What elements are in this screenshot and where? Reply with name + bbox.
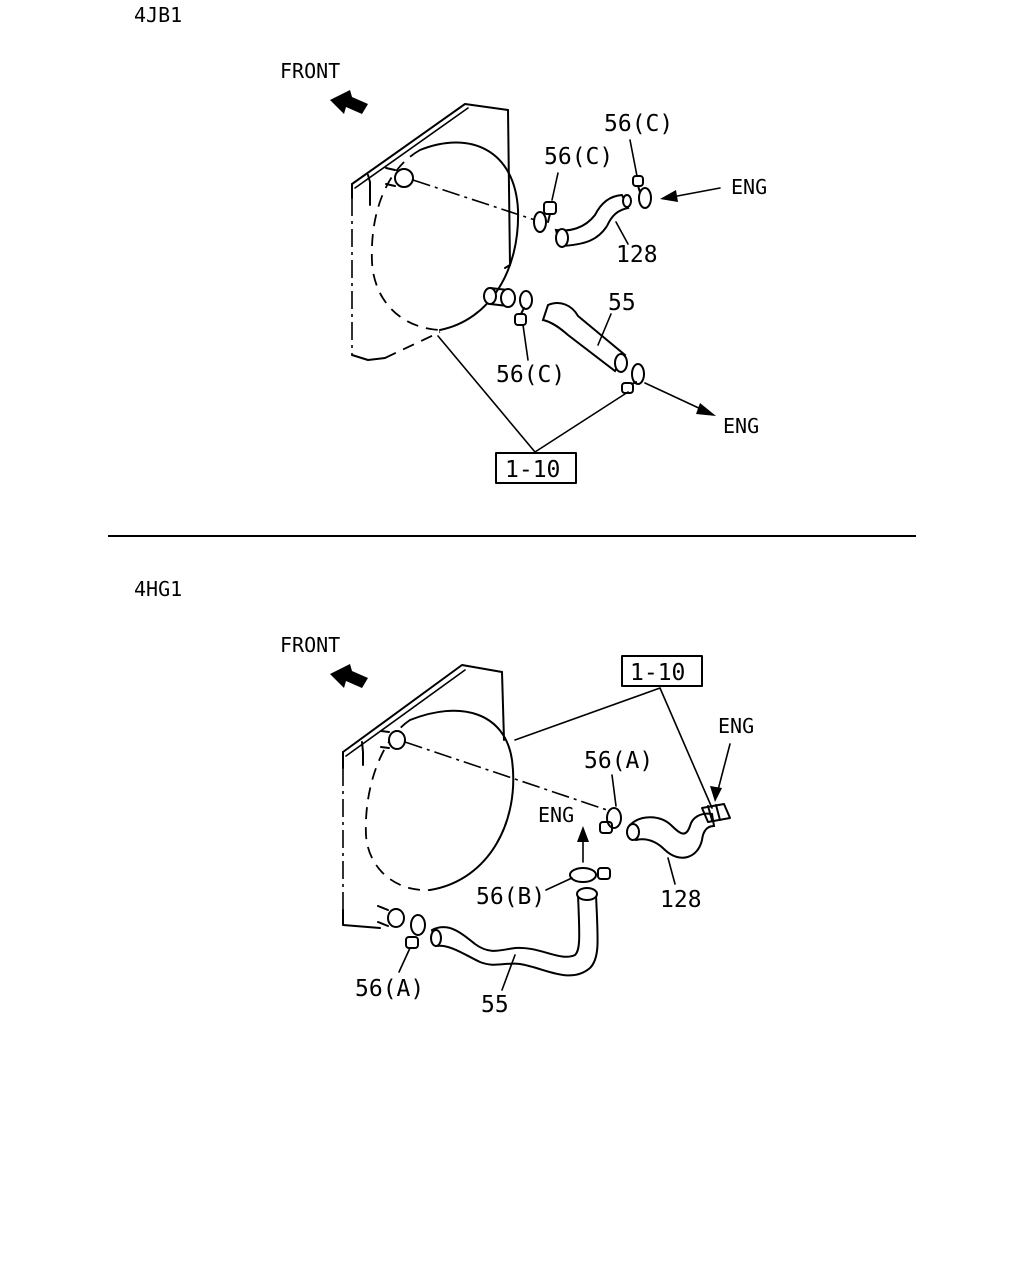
clamp-upper-left	[533, 201, 557, 233]
ref-box	[621, 655, 703, 687]
clamp-middle	[569, 867, 611, 883]
radiator-shroud	[351, 103, 520, 361]
clamp-upper-right	[701, 803, 731, 823]
hose-label-128: 128	[616, 242, 658, 268]
hose-label-128: 128	[660, 887, 702, 913]
clamp-lower-left	[514, 290, 533, 326]
eng-label-lower: ENG	[723, 414, 759, 438]
ref-box	[495, 452, 577, 484]
clamp-label-lower: 56(A)	[355, 976, 424, 1002]
ref-box-label: 1-10	[630, 660, 685, 686]
front-label: FRONT	[280, 633, 340, 657]
clamp-upper-right	[632, 175, 652, 209]
hose-128	[554, 193, 630, 248]
front-label: FRONT	[280, 59, 340, 83]
clamp-label-middle: 56(B)	[476, 884, 545, 910]
eng-arrow-upper-icon	[660, 190, 678, 202]
front-arrow-icon	[330, 90, 368, 114]
eng-arrow-middle-icon	[577, 826, 589, 842]
clamp-label-upper: 56(A)	[584, 748, 653, 774]
engine-label: 4HG1	[134, 577, 182, 601]
clamp-label-lower: 56(C)	[496, 362, 565, 388]
clamp-upper-left	[599, 807, 622, 834]
hose-128	[628, 812, 716, 859]
eng-arrow-lower-icon	[696, 403, 716, 416]
eng-arrow-upper-icon	[710, 786, 722, 802]
radiator-shroud	[342, 664, 515, 929]
clamp-label-upper-left: 56(C)	[544, 144, 613, 170]
hose-label-55: 55	[481, 992, 509, 1018]
ref-box-label: 1-10	[505, 457, 560, 483]
engine-label: 4JB1	[134, 3, 182, 27]
hose-55	[541, 302, 627, 373]
section-4jb1: 4JB1 FRONT	[134, 3, 767, 484]
clamp-lower-left	[405, 914, 426, 949]
centerline-upper	[412, 179, 536, 221]
clamp-label-upper-right: 56(C)	[604, 111, 673, 137]
hose-label-55: 55	[608, 290, 636, 316]
eng-label-upper: ENG	[731, 175, 767, 199]
eng-label-upper: ENG	[718, 714, 754, 738]
section-4hg1: 4HG1 FRONT 1	[134, 577, 754, 1018]
eng-label-middle: ENG	[538, 803, 574, 827]
front-arrow-icon	[330, 664, 368, 688]
centerline-upper	[404, 741, 608, 811]
